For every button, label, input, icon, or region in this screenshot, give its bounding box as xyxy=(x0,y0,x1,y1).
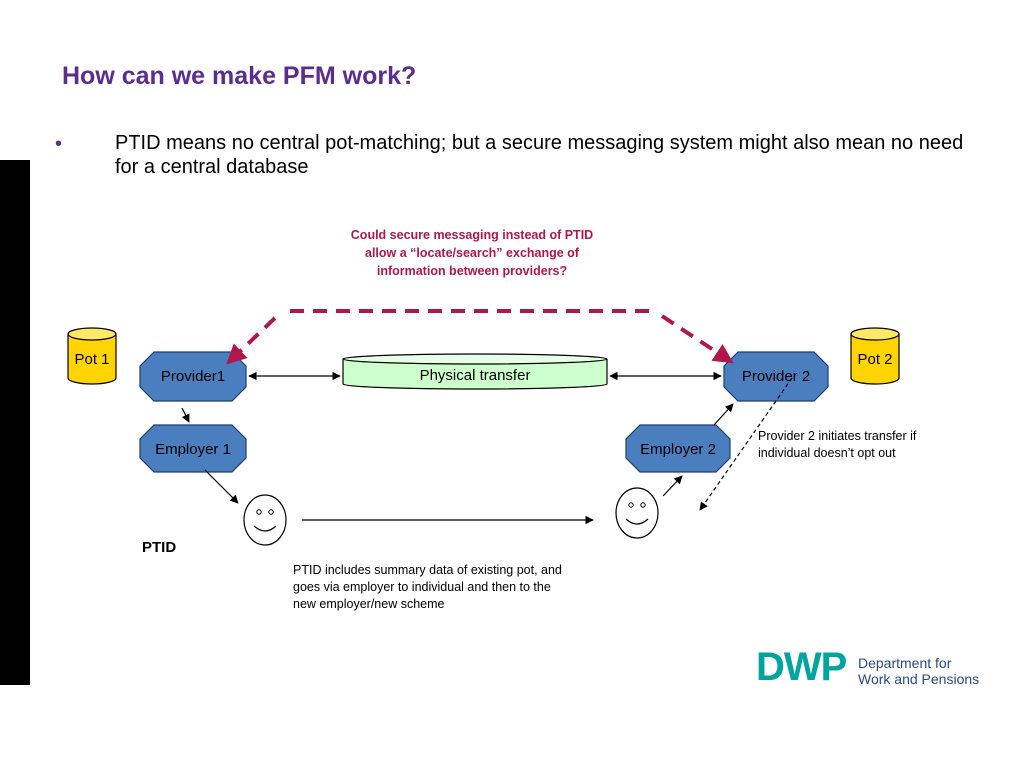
dwp-line-1: Department for xyxy=(858,655,952,671)
callout-line: allow a “locate/search” exchange of xyxy=(365,246,579,260)
person-1-face xyxy=(243,494,287,546)
callout-line: information between providers? xyxy=(376,264,568,278)
bullet-text: PTID means no central pot-matching; but … xyxy=(115,132,964,178)
provider1-label: Provider1 xyxy=(160,368,226,385)
physical-transfer-label: Physical transfer xyxy=(419,367,531,384)
dwp-logo: DWP xyxy=(756,645,847,689)
bullet-marker: • xyxy=(55,133,63,155)
callout-question: Could secure messaging instead of PTID a… xyxy=(322,226,622,280)
employer2-label: Employer 2 xyxy=(640,441,716,458)
employer1-node xyxy=(139,424,247,473)
left-black-bar xyxy=(0,160,30,685)
ptid-note-line: goes via employer to individual and then… xyxy=(293,580,551,594)
person-2-face xyxy=(615,487,659,539)
provider2-note: Provider 2 initiates transfer if individ… xyxy=(758,428,916,462)
dashed-arrow-provider2-person2 xyxy=(699,377,793,511)
employer2-node xyxy=(625,424,731,473)
provider2-label: Provider 2 xyxy=(741,368,811,385)
provider2-note-line: Provider 2 initiates transfer if xyxy=(758,429,917,443)
pot-2-cylinder xyxy=(850,327,900,385)
physical-transfer-cylinder xyxy=(342,353,608,390)
ptid-label: PTID xyxy=(142,539,177,556)
provider2-note-line: individual doesn’t opt out xyxy=(758,446,896,460)
arrow-provider1-employer1 xyxy=(181,407,190,423)
ptid-note-line: PTID includes summary data of existing p… xyxy=(293,563,562,577)
arrow-person2-employer2 xyxy=(662,475,683,497)
slide-title: How can we make PFM work? xyxy=(62,62,417,90)
provider2-node xyxy=(723,351,829,402)
secure-messaging-arrow xyxy=(226,309,734,365)
pot-1-label: Pot 1 xyxy=(74,351,110,368)
callout-line: Could secure messaging instead of PTID xyxy=(350,228,594,242)
ptid-note-line: new employer/new scheme xyxy=(293,597,445,611)
dwp-line-2: Work and Pensions xyxy=(858,671,980,687)
pot-1-cylinder xyxy=(67,327,117,385)
dwp-department-name: Department for Work and Pensions xyxy=(858,655,979,687)
arrow-employer2-provider2 xyxy=(713,403,734,426)
pot-2-label: Pot 2 xyxy=(857,351,893,368)
ptid-note: PTID includes summary data of existing p… xyxy=(293,562,562,613)
arrow-employer1-person1 xyxy=(204,469,239,504)
employer1-label: Employer 1 xyxy=(155,441,231,458)
